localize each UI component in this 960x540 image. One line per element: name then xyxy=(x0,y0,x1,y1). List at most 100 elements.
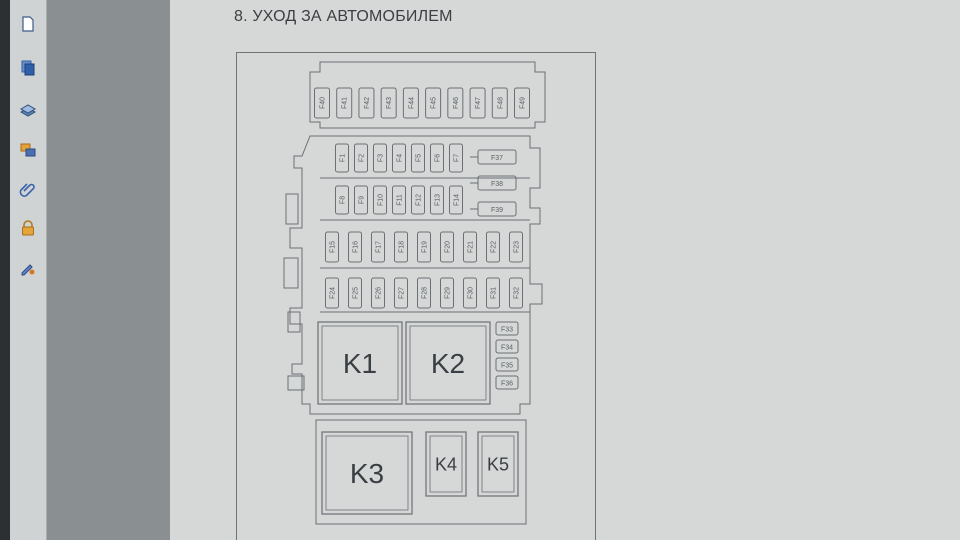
section-heading: 8. УХОД ЗА АВТОМОБИЛЕМ xyxy=(234,8,453,25)
svg-text:F7: F7 xyxy=(454,154,461,162)
lower-relay-block-outline xyxy=(315,419,527,525)
fuse-f26: F26 xyxy=(371,277,385,309)
svg-text:F10: F10 xyxy=(378,194,385,206)
fuse-f11: F11 xyxy=(392,185,406,215)
svg-text:F19: F19 xyxy=(422,241,429,253)
svg-text:F37: F37 xyxy=(491,155,503,162)
fuse-f22: F22 xyxy=(486,231,500,263)
svg-text:F9: F9 xyxy=(359,196,366,204)
svg-text:F44: F44 xyxy=(408,97,415,109)
fuse-f40: F40 xyxy=(314,87,330,119)
clip xyxy=(287,375,305,391)
attachments-button[interactable] xyxy=(16,176,40,200)
fuse-f38: F38 xyxy=(470,175,517,191)
fuse-f41: F41 xyxy=(336,87,353,119)
svg-text:F49: F49 xyxy=(520,97,527,109)
fuse-f25: F25 xyxy=(348,277,362,309)
fuse-f33: F33 xyxy=(495,321,519,336)
fuse-f27: F27 xyxy=(394,277,408,309)
fuse-f5: F5 xyxy=(411,143,425,173)
svg-text:K4: K4 xyxy=(435,454,457,474)
svg-text:F23: F23 xyxy=(514,241,521,253)
fuse-f46: F46 xyxy=(447,87,464,119)
svg-text:F2: F2 xyxy=(359,154,366,162)
pages-icon xyxy=(21,60,35,76)
svg-text:F14: F14 xyxy=(454,194,461,206)
security-button[interactable] xyxy=(16,216,40,240)
fuse-f14: F14 xyxy=(449,185,463,215)
clip xyxy=(285,193,299,225)
figure-frame xyxy=(236,52,596,540)
fuse-f28: F28 xyxy=(417,277,431,309)
svg-text:F35: F35 xyxy=(501,363,513,370)
svg-text:F11: F11 xyxy=(397,194,404,206)
clip xyxy=(283,257,299,289)
fuse-f39: F39 xyxy=(470,201,517,217)
fuse-f29: F29 xyxy=(440,277,454,309)
fuse-f30: F30 xyxy=(463,277,477,309)
svg-text:F26: F26 xyxy=(376,287,383,299)
svg-text:F17: F17 xyxy=(376,241,383,253)
fuse-f23: F23 xyxy=(509,231,523,263)
fuse-f3: F3 xyxy=(373,143,387,173)
svg-text:F24: F24 xyxy=(330,287,337,299)
fuse-f37: F37 xyxy=(470,149,517,165)
fuse-f18: F18 xyxy=(394,231,408,263)
fuse-f1: F1 xyxy=(335,143,349,173)
relay-k4: K4 xyxy=(425,431,467,497)
layers-button[interactable] xyxy=(16,98,40,122)
svg-text:F18: F18 xyxy=(399,241,406,253)
fuse-f43: F43 xyxy=(380,87,397,119)
svg-text:F46: F46 xyxy=(453,97,460,109)
fuse-f12: F12 xyxy=(411,185,425,215)
sign-icon xyxy=(21,264,35,276)
comments-button[interactable] xyxy=(16,138,40,162)
svg-text:F5: F5 xyxy=(416,154,423,162)
fuse-f36: F36 xyxy=(495,375,519,390)
fuse-f20: F20 xyxy=(440,231,454,263)
fuse-f35: F35 xyxy=(495,357,519,372)
svg-text:K1: K1 xyxy=(343,348,377,379)
svg-text:F42: F42 xyxy=(364,97,371,109)
svg-text:F30: F30 xyxy=(468,287,475,299)
svg-text:F39: F39 xyxy=(491,207,503,214)
relay-k2: K2 xyxy=(405,321,491,405)
svg-text:K3: K3 xyxy=(350,458,384,489)
page-thumbnails-button[interactable] xyxy=(16,12,40,36)
svg-text:F32: F32 xyxy=(514,287,521,299)
clip xyxy=(287,311,301,333)
fuse-f42: F42 xyxy=(358,87,375,119)
fuse-f2: F2 xyxy=(354,143,368,173)
fuse-f13: F13 xyxy=(430,185,444,215)
svg-text:F4: F4 xyxy=(397,154,404,162)
svg-text:F45: F45 xyxy=(431,97,438,109)
svg-text:F47: F47 xyxy=(475,97,482,109)
relay-k1: K1 xyxy=(317,321,403,405)
relay-k3: K3 xyxy=(321,431,413,515)
fuse-f44: F44 xyxy=(402,87,419,119)
svg-text:F3: F3 xyxy=(378,154,385,162)
fuse-f9: F9 xyxy=(354,185,368,215)
top-fuse-block-outline xyxy=(309,61,546,129)
svg-text:F13: F13 xyxy=(435,194,442,206)
pages-button[interactable] xyxy=(16,56,40,80)
svg-text:F21: F21 xyxy=(468,241,475,253)
monitor-bezel xyxy=(0,0,10,540)
svg-text:F34: F34 xyxy=(501,345,513,352)
svg-text:F43: F43 xyxy=(386,97,393,109)
svg-text:F36: F36 xyxy=(501,381,513,388)
fuse-f8: F8 xyxy=(335,185,349,215)
signatures-button[interactable] xyxy=(16,256,40,280)
svg-text:K5: K5 xyxy=(487,454,509,474)
relay-k5: K5 xyxy=(477,431,519,497)
fuse-f17: F17 xyxy=(371,231,385,263)
fuse-f16: F16 xyxy=(348,231,362,263)
fuse-f10: F10 xyxy=(373,185,387,215)
svg-text:F38: F38 xyxy=(491,181,503,188)
fuse-f15: F15 xyxy=(325,231,339,263)
lock-icon xyxy=(22,220,34,236)
svg-text:F15: F15 xyxy=(330,241,337,253)
page-icon xyxy=(22,16,34,32)
paperclip-icon xyxy=(19,183,35,197)
